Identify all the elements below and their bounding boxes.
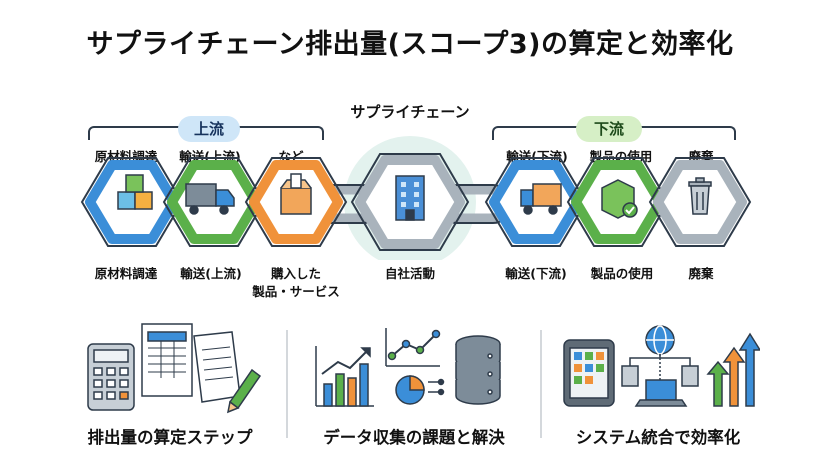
product-box-icon — [601, 179, 638, 219]
bottom-label-purchased-goods-1: 購入した — [270, 266, 321, 281]
bar-chart-icon — [315, 346, 374, 407]
trash-icon — [688, 177, 712, 215]
calculator-icon — [87, 343, 135, 411]
bottom-label-raw-materials: 原材料調達 — [94, 266, 158, 281]
section-divider — [286, 330, 288, 438]
data-collection-illustration — [315, 328, 501, 407]
bottom-label-product-use: 製品の使用 — [590, 266, 654, 281]
pen-icon — [226, 368, 262, 414]
section-caption-system-integration: システム統合で効率化 — [575, 428, 741, 447]
upstream-label: 上流 — [178, 116, 240, 142]
section-divider — [540, 330, 542, 438]
globe-icon — [645, 325, 675, 355]
boxes-icon — [117, 174, 153, 210]
bottom-label-downstream-transport: 輸送(下流) — [505, 266, 567, 281]
package-icon — [280, 173, 312, 215]
spreadsheet-icon — [141, 323, 193, 397]
building-icon — [395, 175, 425, 221]
system-integration-illustration — [563, 325, 760, 407]
supply-chain-diagram — [80, 136, 752, 260]
section-caption-data-collection: データ収集の課題と解決 — [323, 428, 505, 447]
calculation-illustration — [87, 323, 262, 414]
tablet-icon — [563, 339, 615, 407]
truck-icon — [520, 183, 562, 215]
document-icon — [193, 331, 241, 403]
supply-chain-label: サプライチェーン — [350, 103, 470, 121]
downstream-label: 下流 — [576, 116, 642, 142]
pie-chart-icon — [395, 375, 445, 405]
truck-icon — [185, 183, 235, 215]
server-icon — [621, 365, 699, 387]
database-icon — [455, 335, 501, 405]
bottom-label-upstream-transport: 輸送(上流) — [180, 266, 242, 281]
page-title: サプライチェーン排出量(スコープ3)の算定と効率化 — [86, 29, 734, 60]
laptop-icon — [634, 354, 688, 407]
bottom-label-own-company: 自社活動 — [384, 266, 435, 281]
section-caption-calculation: 排出量の算定ステップ — [87, 428, 253, 447]
growth-arrows-icon — [706, 332, 760, 407]
bottom-label-purchased-goods-2: 製品・サービス — [252, 284, 340, 299]
bottom-label-disposal: 廃棄 — [688, 266, 714, 281]
line-chart-icon — [385, 328, 441, 367]
